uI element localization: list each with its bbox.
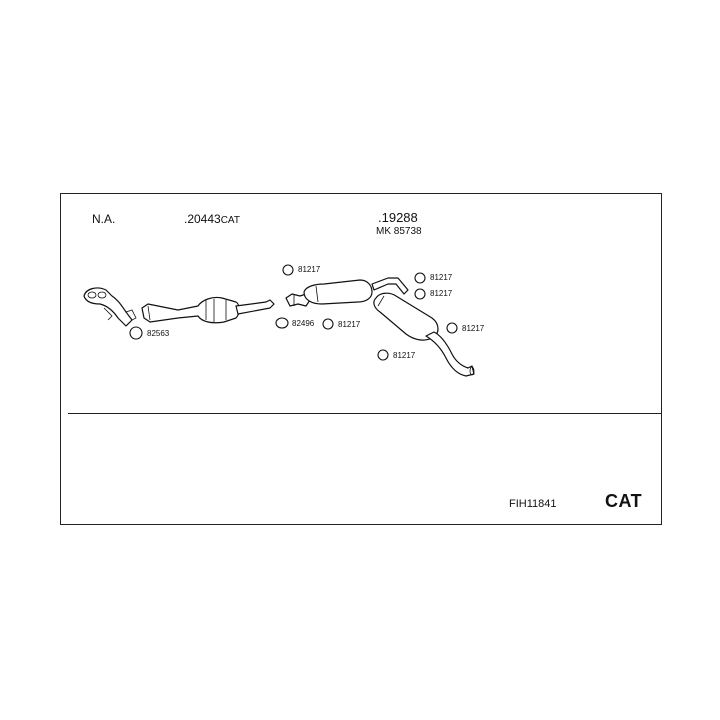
gasket-ring-8 xyxy=(377,349,389,361)
gasket-ring-1 xyxy=(282,264,294,276)
label-mounting-kit: MK 85738 xyxy=(376,226,422,237)
front-downpipe xyxy=(83,287,137,327)
ring-label: 82563 xyxy=(147,329,170,338)
system-type: CAT xyxy=(605,491,643,511)
ring-label: 81217 xyxy=(393,351,416,360)
rear-silencer xyxy=(373,292,475,377)
gasket-ring-2 xyxy=(414,272,426,284)
middle-silencer xyxy=(285,277,409,307)
ring-label: 81217 xyxy=(430,273,453,282)
gasket-ring-7 xyxy=(446,322,458,334)
ring-label: 81217 xyxy=(298,265,321,274)
gasket-ring-6 xyxy=(322,318,334,330)
gasket-ring-5 xyxy=(275,317,289,329)
label-na: N.A. xyxy=(92,212,116,226)
catalyst-part-number: .20443 xyxy=(184,212,221,226)
diagram-divider xyxy=(68,413,662,414)
diagram-frame xyxy=(60,193,662,525)
catalyst-part-suffix: CAT xyxy=(220,215,240,226)
ring-label: 81217 xyxy=(338,320,361,329)
ring-label: 81217 xyxy=(430,289,453,298)
label-rear-part: .19288 xyxy=(378,210,418,225)
catalytic-converter xyxy=(141,296,275,324)
diagram-code: FIH11841 xyxy=(509,498,557,510)
ring-label: 81217 xyxy=(462,324,485,333)
gasket-ring-3 xyxy=(414,288,426,300)
label-catalyst-part: .20443CAT xyxy=(184,213,240,226)
ring-label: 82496 xyxy=(292,319,315,328)
gasket-ring-4 xyxy=(129,326,143,340)
